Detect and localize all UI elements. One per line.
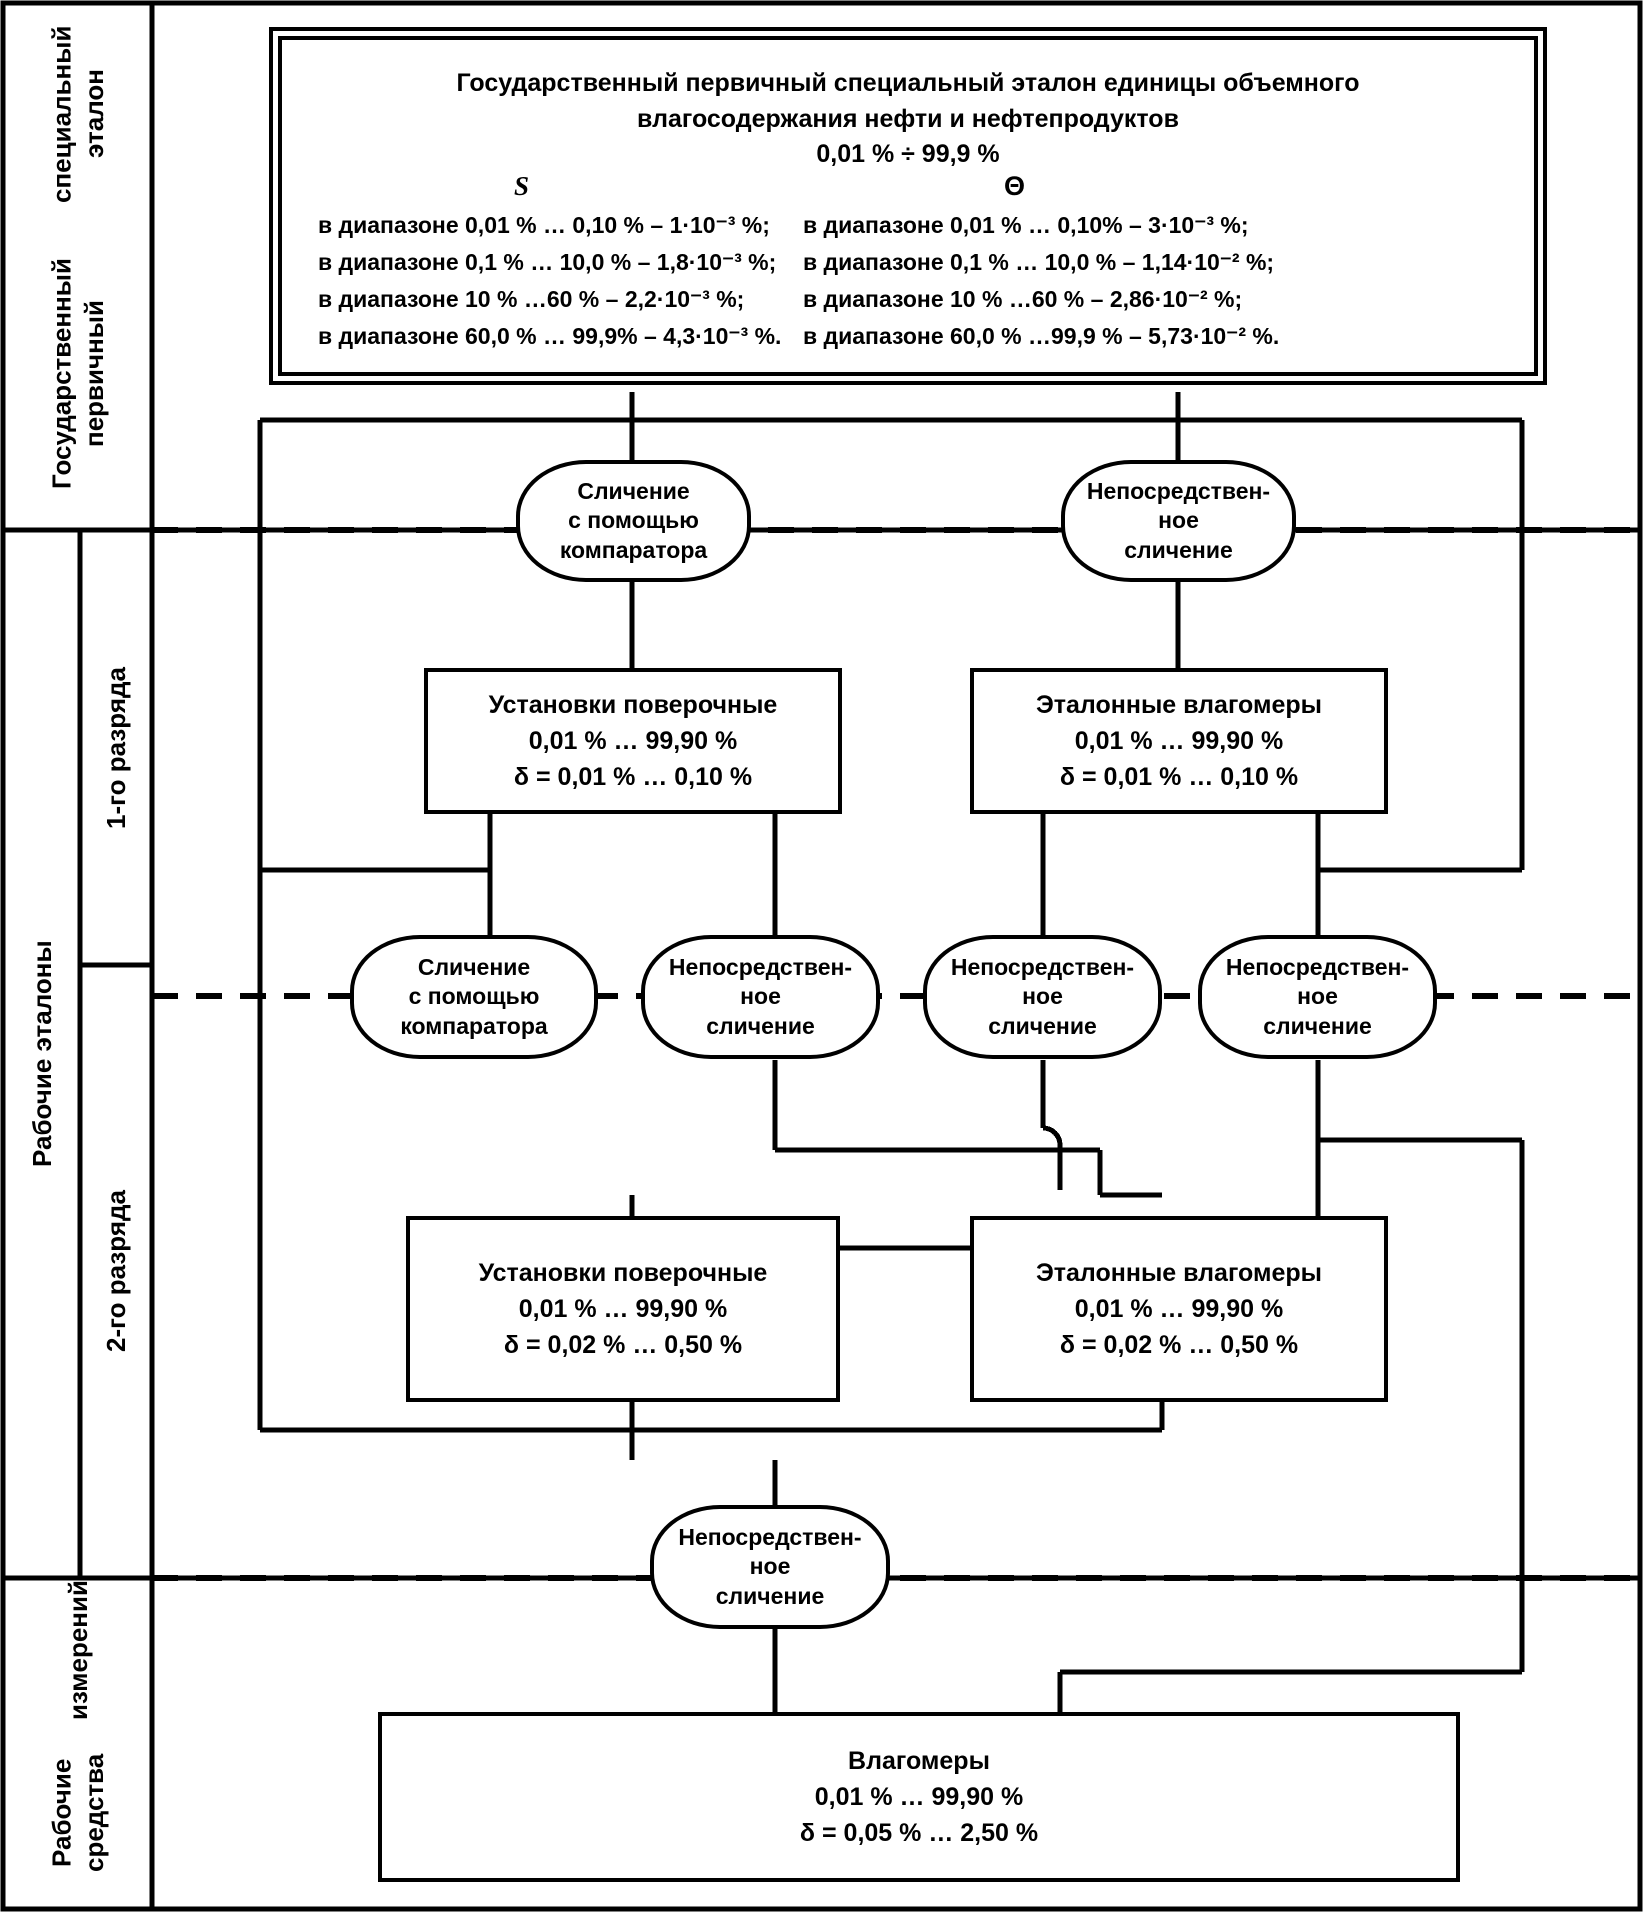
tier2-right-name: Эталонные влагомеры xyxy=(1035,1258,1323,1287)
text-line: с помощью xyxy=(568,507,699,534)
theta-row-3: в диапазоне 60,0 % …99,9 % – 5,73·10⁻² %… xyxy=(803,323,1280,350)
tier2-right-range: 0,01 % … 99,90 % xyxy=(1074,1294,1284,1323)
text-line: сличение xyxy=(706,1012,815,1039)
theta-column: в диапазоне 0,01 % … 0,10% – 3·10⁻³ %; в… xyxy=(803,207,1323,356)
tier3-moisture-meters-box: Влагомеры 0,01 % … 99,90 % δ = 0,05 % … … xyxy=(378,1712,1460,1882)
text-line: компаратора xyxy=(559,536,708,563)
tier2-left-range: 0,01 % … 99,90 % xyxy=(518,1294,728,1323)
theta-row-1: в диапазоне 0,1 % … 10,0 % – 1,14·10⁻² %… xyxy=(803,248,1275,275)
text-line: ное xyxy=(1022,983,1063,1010)
tier2-right-error: δ = 0,02 % … 0,50 % xyxy=(1059,1331,1299,1360)
text-line: Сличение xyxy=(417,953,531,980)
text-line: Непосредствен- xyxy=(1225,953,1410,980)
tier1-left-name: Установки поверочные xyxy=(488,690,778,719)
text-line: Непосредствен- xyxy=(668,953,853,980)
text-line: Непосредствен- xyxy=(1086,477,1271,504)
sidebar-label-rank-2: 2-го разряда xyxy=(100,1190,131,1352)
text-line: ное xyxy=(1158,507,1199,534)
symbol-theta: Θ xyxy=(1004,170,1026,201)
text-line: ное xyxy=(749,1553,791,1580)
symbol-row: S Θ xyxy=(282,170,1534,207)
s-column: в диапазоне 0,01 % … 0,10 % – 1·10⁻³ %; … xyxy=(318,207,803,356)
primary-standard-box: Государственный первичный специальный эт… xyxy=(269,27,1547,385)
text-line: сличение xyxy=(988,1012,1097,1039)
tier3-range: 0,01 % … 99,90 % xyxy=(814,1782,1024,1811)
tier2-reference-moisture-meters-box: Эталонные влагомеры 0,01 % … 99,90 % δ =… xyxy=(970,1216,1388,1402)
sidebar-label-working-measuring-instruments: Рабочие средства измерений xyxy=(6,1580,150,1906)
primary-standard-title-line2: влагосодержания нефти и нефтепродуктов xyxy=(637,104,1179,133)
text-line: сличение xyxy=(1263,1012,1372,1039)
primary-standard-range: 0,01 % ÷ 99,9 % xyxy=(816,140,1000,168)
tier2-left-name: Установки поверочные xyxy=(478,1258,768,1287)
theta-row-0: в диапазоне 0,01 % … 0,10% – 3·10⁻³ %; xyxy=(803,211,1249,238)
text-line: специальный эталон xyxy=(46,25,110,203)
s-row-0: в диапазоне 0,01 % … 0,10 % – 1·10⁻³ %; xyxy=(318,211,770,238)
tier3-error: δ = 0,05 % … 2,50 % xyxy=(799,1819,1039,1848)
sidebar-label-primary-standard: Государственный первичный специальный эта… xyxy=(6,6,150,526)
text-line: сличение xyxy=(1124,536,1233,563)
text-line: измерений xyxy=(62,1580,93,1720)
text-line: Сличение xyxy=(577,477,690,504)
tier1-calibration-rigs-box: Установки поверочные 0,01 % … 99,90 % δ … xyxy=(424,668,842,814)
s-row-2: в диапазоне 10 % …60 % – 2,2·10⁻³ %; xyxy=(318,286,745,312)
tier2-calibration-rigs-box: Установки поверочные 0,01 % … 99,90 % δ … xyxy=(406,1216,840,1402)
tier2-left-error: δ = 0,02 % … 0,50 % xyxy=(503,1331,743,1360)
text-line: с помощью xyxy=(408,983,540,1010)
text-line: ное xyxy=(1297,983,1338,1010)
tier1-right-range: 0,01 % … 99,90 % xyxy=(1074,726,1284,755)
s-row-3: в диапазоне 60,0 % … 99,9% – 4,3·10⁻³ %. xyxy=(318,323,782,350)
text-line: Государственный первичный xyxy=(46,258,110,490)
uncertainty-columns: в диапазоне 0,01 % … 0,10 % – 1·10⁻³ %; … xyxy=(282,207,1534,356)
text-line: сличение xyxy=(715,1582,825,1609)
tier1-right-error: δ = 0,01 % … 0,10 % xyxy=(1059,763,1299,792)
text-line: Непосредствен- xyxy=(678,1523,862,1550)
text-line: Рабочие средства xyxy=(46,1753,110,1873)
tier1-reference-moisture-meters-box: Эталонные влагомеры 0,01 % … 99,90 % δ =… xyxy=(970,668,1388,814)
s-row-1: в диапазоне 0,1 % … 10,0 % – 1,8·10⁻³ %; xyxy=(318,248,777,275)
sidebar-label-working-standards: Рабочие эталоны xyxy=(26,940,57,1168)
text-line: Непосредствен- xyxy=(950,953,1135,980)
tier3-name: Влагомеры xyxy=(848,1746,990,1775)
symbol-s: S xyxy=(514,170,530,201)
tier1-right-name: Эталонные влагомеры xyxy=(1035,690,1323,719)
tier1-left-range: 0,01 % … 99,90 % xyxy=(528,726,738,755)
sidebar-label-rank-1: 1-го разряда xyxy=(100,667,131,829)
primary-standard-title-line1: Государственный первичный специальный эт… xyxy=(456,69,1360,97)
text-line: ное xyxy=(740,983,781,1010)
text-line: компаратора xyxy=(400,1012,548,1039)
tier1-left-error: δ = 0,01 % … 0,10 % xyxy=(513,763,753,792)
theta-row-2: в диапазоне 10 % …60 % – 2,86·10⁻² %; xyxy=(803,286,1243,312)
